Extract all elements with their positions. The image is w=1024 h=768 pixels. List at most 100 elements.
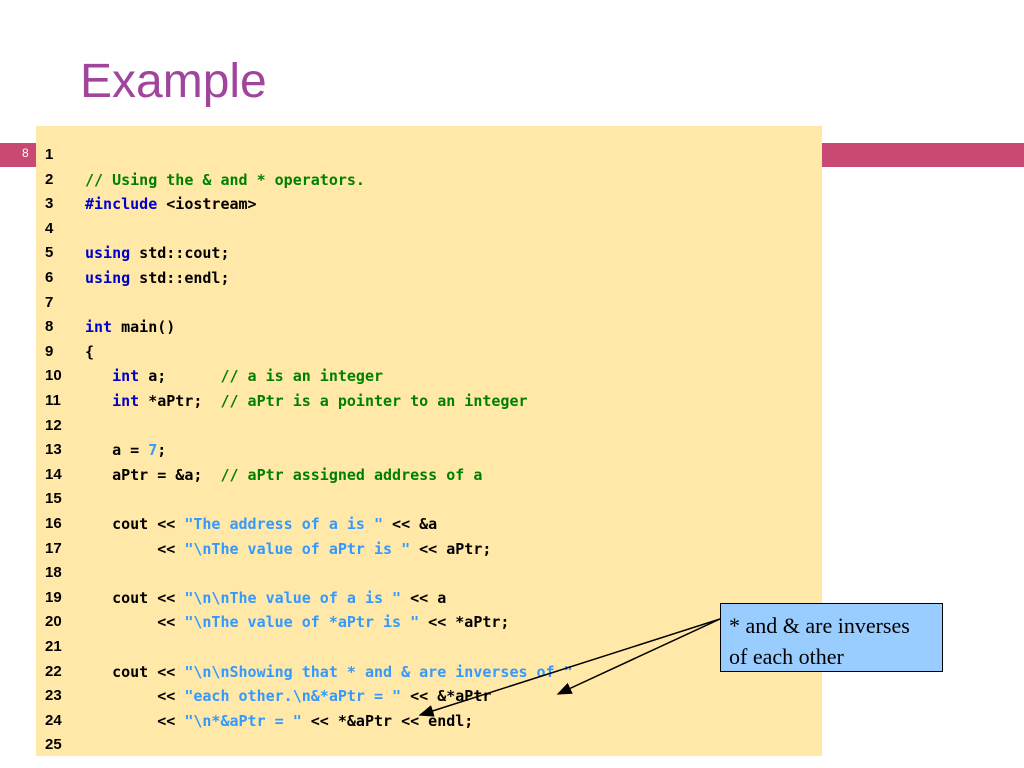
code-line: 15 [36,487,822,512]
code-line: 11 int *aPtr; // aPtr is a pointer to an… [36,389,822,414]
code-line: 20 << "\nThe value of *aPtr is " << *aPt… [36,610,822,635]
code-line: 23 << "each other.\n&*aPtr = " << &*aPtr [36,684,822,709]
code-line: 16 cout << "The address of a is " << &a [36,512,822,537]
code-token: std::endl; [130,269,230,287]
line-number: 16 [45,515,62,532]
code-line: 18 [36,561,822,586]
code-line: 8 int main() [36,315,822,340]
arrow-to-line-24 [418,618,721,717]
code-token: 7 [148,441,158,460]
line-number: 5 [45,244,54,262]
line-code: cout << "\n\nShowing that * and & are in… [85,660,573,685]
code-token: << &a [383,515,438,533]
code-token: <iostream> [157,195,257,214]
line-code: cout << "\n\nThe value of a is " << a [85,586,446,611]
line-number: 20 [45,613,62,631]
code-line: 10 int a; // a is an integer [36,364,822,389]
line-code: << "\nThe value of aPtr is " << aPtr; [85,537,491,562]
line-code: int main() [85,315,175,340]
line-number: 8 [45,318,54,336]
arrow-to-line-23 [556,618,721,695]
code-token: using [85,244,131,263]
code-token: // aPtr is a pointer to an integer [220,392,528,410]
code-token: // aPtr assigned address of a [220,465,483,484]
code-token: "\nThe value of *aPtr is " [184,613,420,632]
line-number: 25 [45,736,62,754]
line-number: 1 [45,146,54,163]
line-code: #include <iostream> [85,192,257,217]
code-token: main() [112,318,176,337]
code-token: "\n*&aPtr = " [184,711,302,730]
code-line: 2 // Using the & and * operators. [36,168,822,193]
code-line: 6 using std::endl; [36,266,822,291]
line-code: // Using the & and * operators. [85,168,365,193]
code-token: *aPtr; [139,392,221,410]
callout-text: * and & are inverses of each other [729,613,910,669]
line-number: 13 [45,441,62,459]
code-line: 25 [36,733,822,758]
line-number: 17 [45,539,62,557]
code-token: "each other.\n&*aPtr = " [184,687,402,706]
line-code: { [85,340,94,365]
code-token: using [85,269,131,287]
line-number: 14 [45,465,62,483]
line-code: int a; // a is an integer [85,364,383,389]
code-token: << [85,711,185,730]
line-number: 23 [45,687,62,705]
code-line: 7 [36,291,822,316]
code-token: "The address of a is " [184,515,384,533]
title-divider-bar-right [822,143,1024,167]
callout-box [720,603,943,672]
line-number: 9 [45,342,54,360]
code-token: << &*aPtr [401,687,492,706]
line-code: a = 7; [85,438,166,463]
line-number: 15 [45,490,62,508]
line-number: 2 [45,170,54,188]
code-line: 12 [36,414,822,439]
code-token: cout << [85,662,185,681]
line-number: 3 [45,195,54,213]
code-token: << [85,539,185,558]
slide-number: 8 [22,146,29,160]
line-code: using std::cout; [85,241,230,266]
line-code: using std::endl; [85,266,230,291]
code-token: "\n\nShowing that * and & are inverses o… [184,662,573,681]
line-number: 12 [45,416,62,434]
code-line: 22 cout << "\n\nShowing that * and & are… [36,660,822,685]
code-token: { [85,342,95,361]
code-token: int [112,392,140,410]
line-code: << "\n*&aPtr = " << *&aPtr << endl; [85,709,473,734]
code-token: #include [85,195,158,214]
code-token: ; [157,441,167,460]
code-token: int [85,318,113,337]
code-line: 24 << "\n*&aPtr = " << *&aPtr << endl; [36,709,822,734]
slide-title: Example [80,55,267,108]
code-token: cout << [85,588,185,607]
code-token: a; [139,367,221,386]
code-token: // Using the & and * operators. [85,170,365,189]
code-line: 9{ [36,340,822,365]
code-line: 19 cout << "\n\nThe value of a is " << a [36,586,822,611]
line-number: 6 [45,269,54,286]
code-line: 14 aPtr = &a; // aPtr assigned address o… [36,463,822,488]
code-token: << *aPtr; [419,613,510,632]
line-code: cout << "The address of a is " << &a [85,512,437,537]
line-number: 4 [45,219,54,237]
code-token: a = [85,441,149,460]
line-number: 11 [45,392,61,409]
code-token: << aPtr; [410,539,492,558]
code-token: std::cout; [130,244,230,263]
code-line: 4 [36,217,822,242]
code-token: << [85,687,185,706]
code-token: "\nThe value of aPtr is " [184,539,411,558]
code-token: << a [401,588,447,607]
code-line: 17 << "\nThe value of aPtr is " << aPtr; [36,537,822,562]
code-line: 21 [36,635,822,660]
code-token: int [112,367,140,386]
line-number: 19 [45,588,62,606]
title-divider-bar-left [0,143,36,167]
line-number: 22 [45,662,62,680]
line-number: 18 [45,564,62,582]
code-token: cout << [85,515,185,533]
